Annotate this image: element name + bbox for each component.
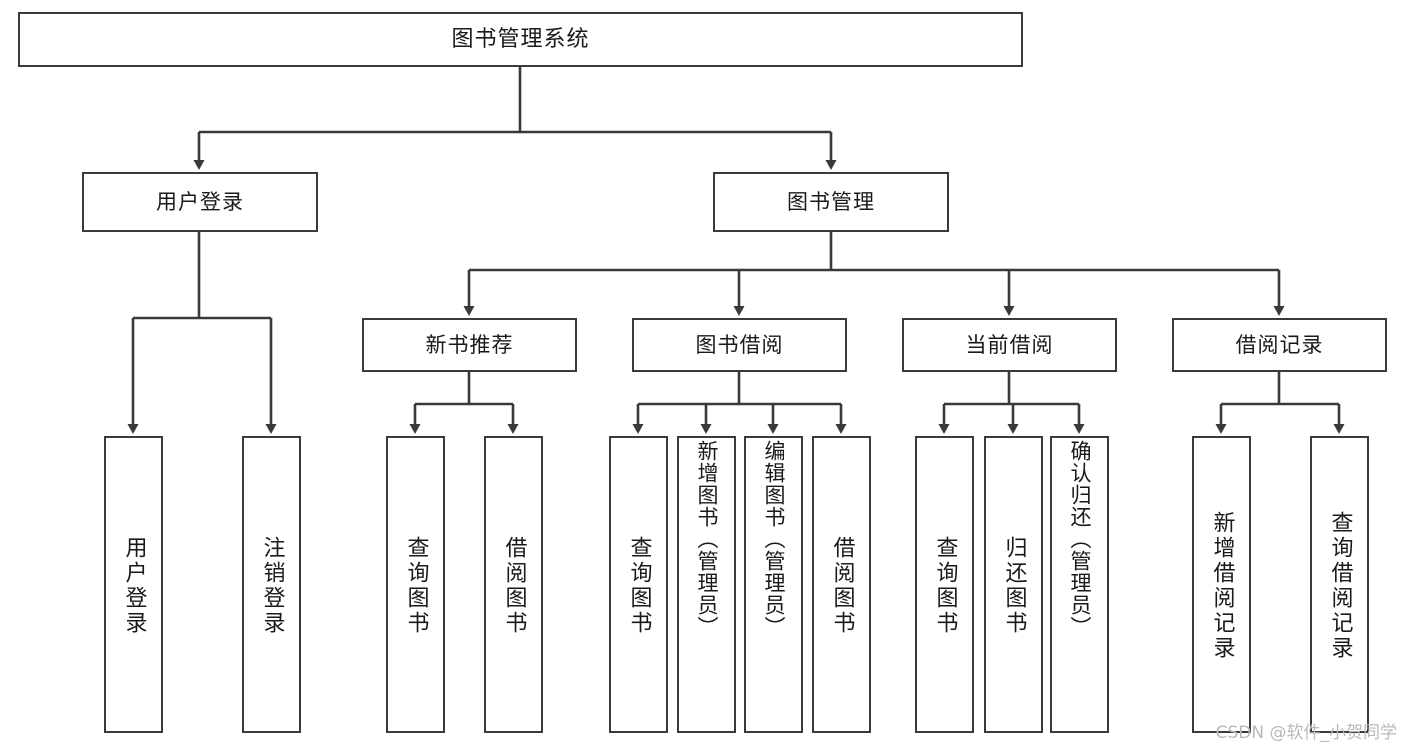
node-label: 注销登录 (259, 535, 285, 636)
node-book-management[interactable]: 图书管理 (713, 172, 949, 232)
node-label: 新书推荐 (425, 332, 514, 357)
leaf-query-book-current[interactable]: 查询图书 (915, 436, 974, 733)
leaf-borrow-book[interactable]: 借阅图书 (812, 436, 871, 733)
watermark-text: CSDN @软件_小贺同学 (1215, 723, 1397, 743)
node-label: 借阅记录 (1235, 332, 1324, 357)
leaf-borrow-book-new-rec[interactable]: 借阅图书 (484, 436, 543, 733)
node-label: 借阅图书 (829, 535, 855, 636)
node-label: 图书管理 (787, 189, 875, 214)
node-label: 新增图书（管理员） (695, 440, 719, 638)
node-label: 图书管理系统 (451, 26, 590, 52)
node-label: 用户登录 (156, 189, 244, 214)
node-label: 借阅图书 (501, 535, 527, 636)
node-label: 查询图书 (626, 535, 652, 636)
node-book-borrow[interactable]: 图书借阅 (632, 318, 847, 372)
node-label: 编辑图书（管理员） (762, 440, 786, 638)
node-label: 查询图书 (403, 535, 429, 636)
leaf-query-book-borrow[interactable]: 查询图书 (609, 436, 668, 733)
leaf-add-borrow-record[interactable]: 新增借阅记录 (1192, 436, 1251, 733)
node-user-login[interactable]: 用户登录 (82, 172, 318, 232)
node-label: 查询借阅记录 (1327, 510, 1353, 661)
leaf-edit-book-admin[interactable]: 编辑图书（管理员） (744, 436, 803, 733)
leaf-query-book-new-rec[interactable]: 查询图书 (386, 436, 445, 733)
node-current-borrow[interactable]: 当前借阅 (902, 318, 1117, 372)
leaf-return-book[interactable]: 归还图书 (984, 436, 1043, 733)
leaf-confirm-return-admin[interactable]: 确认归还（管理员） (1050, 436, 1109, 733)
leaf-add-book-admin[interactable]: 新增图书（管理员） (677, 436, 736, 733)
node-label: 归还图书 (1001, 535, 1027, 636)
leaf-query-borrow-record[interactable]: 查询借阅记录 (1310, 436, 1369, 733)
node-label: 确认归还（管理员） (1068, 440, 1092, 638)
node-label: 新增借阅记录 (1209, 510, 1235, 661)
node-new-book-recommendation[interactable]: 新书推荐 (362, 318, 577, 372)
node-label: 图书借阅 (695, 332, 784, 357)
node-borrow-record[interactable]: 借阅记录 (1172, 318, 1387, 372)
node-root-book-management-system[interactable]: 图书管理系统 (18, 12, 1023, 67)
node-label: 用户登录 (121, 535, 147, 636)
leaf-logout-login[interactable]: 注销登录 (242, 436, 301, 733)
node-label: 查询图书 (932, 535, 958, 636)
node-label: 当前借阅 (965, 332, 1054, 357)
leaf-user-login[interactable]: 用户登录 (104, 436, 163, 733)
